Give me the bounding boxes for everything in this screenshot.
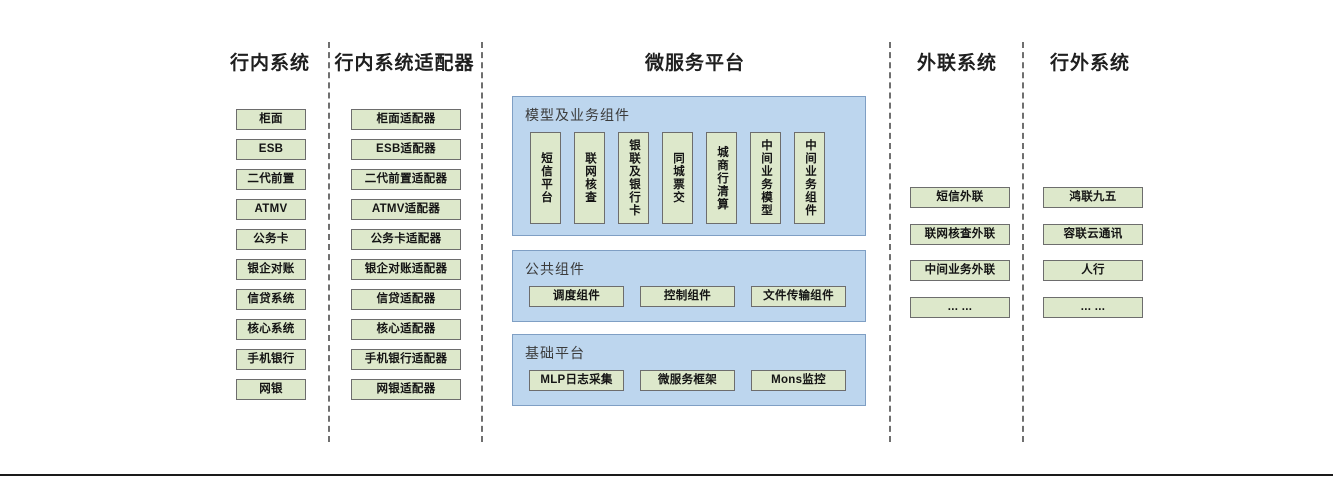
node-internal-system[interactable]: 网银 <box>236 379 306 400</box>
node-internal-system[interactable]: 信贷系统 <box>236 289 306 310</box>
column-title-microservice-platform: 微服务平台 <box>644 53 745 74</box>
divider-2 <box>481 42 483 442</box>
node-outside-bank-system[interactable]: ... ... <box>1043 297 1143 318</box>
node-external-link-system[interactable]: ... ... <box>910 297 1010 318</box>
node-outside-bank-system[interactable]: 人行 <box>1043 260 1143 281</box>
node-external-link-system[interactable]: 联网核查外联 <box>910 224 1010 245</box>
node-model-component-label: 联网核查 <box>584 152 596 204</box>
node-internal-adapter[interactable]: ATMV适配器 <box>351 199 461 220</box>
node-model-component[interactable]: 短信平台 <box>530 132 561 224</box>
node-internal-adapter[interactable]: ESB适配器 <box>351 139 461 160</box>
column-title-internal-adapters: 行内系统适配器 <box>334 53 475 74</box>
node-internal-system[interactable]: ATMV <box>236 199 306 220</box>
node-internal-adapter[interactable]: 核心适配器 <box>351 319 461 340</box>
panel-title-base-platform: 基础平台 <box>525 345 585 361</box>
node-internal-system[interactable]: ESB <box>236 139 306 160</box>
node-internal-system[interactable]: 二代前置 <box>236 169 306 190</box>
divider-3 <box>889 42 891 442</box>
node-base-platform-component[interactable]: Mons监控 <box>751 370 846 391</box>
node-model-component-label: 中间业务组件 <box>804 139 816 217</box>
node-internal-adapter[interactable]: 柜面适配器 <box>351 109 461 130</box>
node-base-platform-component[interactable]: MLP日志采集 <box>529 370 624 391</box>
column-title-external-link-systems: 外联系统 <box>916 53 997 74</box>
node-model-component-label: 银联及银行卡 <box>628 139 640 217</box>
node-internal-system[interactable]: 公务卡 <box>236 229 306 250</box>
node-internal-adapter[interactable]: 银企对账适配器 <box>351 259 461 280</box>
bottom-rule <box>0 474 1333 476</box>
node-outside-bank-system[interactable]: 鸿联九五 <box>1043 187 1143 208</box>
divider-1 <box>328 42 330 442</box>
node-internal-adapter[interactable]: 网银适配器 <box>351 379 461 400</box>
panel-title-model-business-components: 模型及业务组件 <box>525 107 630 123</box>
node-internal-adapter[interactable]: 手机银行适配器 <box>351 349 461 370</box>
column-title-internal-systems: 行内系统 <box>229 53 310 74</box>
node-model-component-label: 城商行清算 <box>716 145 728 211</box>
node-model-component[interactable]: 同城票交 <box>662 132 693 224</box>
node-internal-adapter[interactable]: 二代前置适配器 <box>351 169 461 190</box>
node-model-component-label: 中间业务模型 <box>760 139 772 217</box>
node-model-component[interactable]: 城商行清算 <box>706 132 737 224</box>
node-public-component[interactable]: 控制组件 <box>640 286 735 307</box>
node-base-platform-component[interactable]: 微服务框架 <box>640 370 735 391</box>
node-model-component[interactable]: 中间业务模型 <box>750 132 781 224</box>
node-external-link-system[interactable]: 短信外联 <box>910 187 1010 208</box>
node-model-component-label: 短信平台 <box>540 152 552 204</box>
node-internal-system[interactable]: 核心系统 <box>236 319 306 340</box>
panel-title-public-components: 公共组件 <box>525 261 585 277</box>
node-model-component[interactable]: 银联及银行卡 <box>618 132 649 224</box>
node-model-component-label: 同城票交 <box>672 152 684 204</box>
node-internal-adapter[interactable]: 信贷适配器 <box>351 289 461 310</box>
node-model-component[interactable]: 中间业务组件 <box>794 132 825 224</box>
node-model-component[interactable]: 联网核查 <box>574 132 605 224</box>
column-title-outside-bank-systems: 行外系统 <box>1049 53 1130 74</box>
divider-4 <box>1022 42 1024 442</box>
node-internal-system[interactable]: 手机银行 <box>236 349 306 370</box>
node-internal-system[interactable]: 银企对账 <box>236 259 306 280</box>
node-public-component[interactable]: 文件传输组件 <box>751 286 846 307</box>
node-outside-bank-system[interactable]: 容联云通讯 <box>1043 224 1143 245</box>
node-external-link-system[interactable]: 中间业务外联 <box>910 260 1010 281</box>
node-internal-system[interactable]: 柜面 <box>236 109 306 130</box>
node-internal-adapter[interactable]: 公务卡适配器 <box>351 229 461 250</box>
node-public-component[interactable]: 调度组件 <box>529 286 624 307</box>
